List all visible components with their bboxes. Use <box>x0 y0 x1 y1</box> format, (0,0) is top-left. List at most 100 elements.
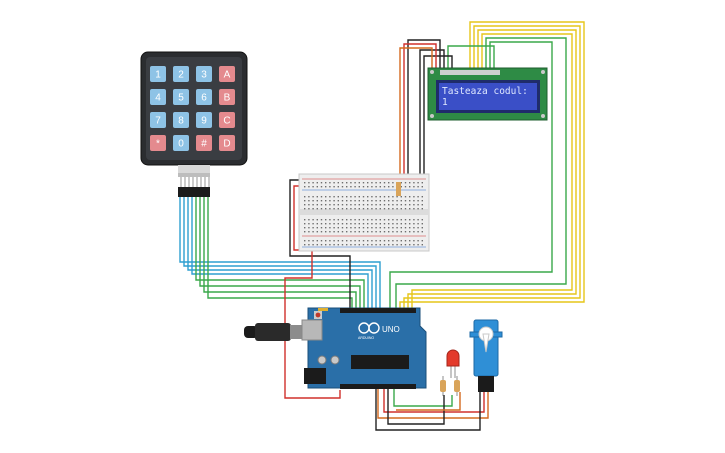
board-label: UNO <box>382 325 400 334</box>
breadboard-hole <box>337 231 339 233</box>
breadboard-hole <box>312 186 314 188</box>
breadboard-hole <box>329 227 331 229</box>
breadboard-hole <box>350 182 352 184</box>
breadboard-hole <box>379 182 381 184</box>
resistor-1 <box>440 376 446 396</box>
breadboard-hole <box>304 227 306 229</box>
breadboard-hole <box>404 223 407 225</box>
breadboard-hole <box>400 196 402 198</box>
breadboard-hole <box>346 240 348 242</box>
breadboard-hole <box>325 227 327 229</box>
lcd-line-1: Tasteaza codul: <box>442 86 528 97</box>
breadboard-hole <box>350 231 352 233</box>
breadboard-hole <box>383 231 386 233</box>
breadboard-hole <box>404 244 407 246</box>
breadboard-hole <box>421 208 423 210</box>
arduino-uno-board: UNO ARDUINO <box>301 307 427 389</box>
breadboard-hole <box>346 244 348 246</box>
breadboard-hole <box>358 244 360 246</box>
breadboard-hole <box>333 231 335 233</box>
breadboard-hole <box>329 231 331 233</box>
breadboard-hole <box>316 223 318 225</box>
breadboard-hole <box>383 244 386 246</box>
usb-cable-icon <box>244 323 308 341</box>
breadboard-hole <box>379 204 381 206</box>
breadboard-hole <box>362 182 365 184</box>
breadboard-hole <box>413 244 415 246</box>
lcd-wire-black-1 <box>407 39 441 178</box>
breadboard-hole <box>354 196 356 198</box>
lcd-wire-yellow-2 <box>403 25 581 310</box>
breadboard-hole <box>320 244 323 246</box>
breadboard-hole <box>354 186 356 188</box>
breadboard-hole <box>341 186 344 188</box>
breadboard-hole <box>329 240 331 242</box>
breadboard-hole <box>392 240 394 242</box>
breadboard-hole <box>350 200 352 202</box>
breadboard-hole <box>379 231 381 233</box>
breadboard-hole <box>383 227 386 229</box>
breadboard-hole <box>421 204 423 206</box>
breadboard-hole <box>396 219 398 221</box>
breadboard-hole <box>388 208 390 210</box>
breadboard-hole <box>333 186 335 188</box>
breadboard-hole <box>362 231 365 233</box>
breadboard-hole <box>383 208 386 210</box>
lcd-wire-green-1 <box>395 37 567 310</box>
breadboard-hole <box>337 227 339 229</box>
breadboard-hole <box>325 240 327 242</box>
breadboard-hole <box>396 244 398 246</box>
breadboard-hole <box>392 204 394 206</box>
breadboard-hole <box>404 200 407 202</box>
breadboard-hole <box>371 196 373 198</box>
breadboard-hole <box>409 231 411 233</box>
breadboard-hole <box>358 219 360 221</box>
keypad-key-2 <box>173 66 189 82</box>
breadboard-hole <box>341 200 344 202</box>
breadboard-hole <box>404 240 407 242</box>
breadboard-hole <box>392 208 394 210</box>
breadboard-hole <box>320 208 323 210</box>
breadboard-hole <box>312 200 314 202</box>
breadboard-hole <box>404 186 407 188</box>
breadboard-hole <box>341 219 344 221</box>
keypad-wire-1 <box>179 196 381 308</box>
breadboard-hole <box>409 240 411 242</box>
breadboard-hole <box>396 223 398 225</box>
breadboard-hole <box>392 200 394 202</box>
breadboard-hole <box>409 200 411 202</box>
breadboard-hole <box>308 227 310 229</box>
breadboard-hole <box>308 223 310 225</box>
breadboard-hole <box>388 219 390 221</box>
breadboard-hole <box>379 244 381 246</box>
breadboard-hole <box>400 231 402 233</box>
breadboard-hole <box>325 200 327 202</box>
breadboard-hole <box>354 231 356 233</box>
breadboard-hole <box>304 208 306 210</box>
breadboard-hole <box>329 219 331 221</box>
breadboard-hole <box>413 223 415 225</box>
breadboard-hole <box>333 219 335 221</box>
breadboard-hole <box>409 244 411 246</box>
breadboard-hole <box>320 196 323 198</box>
breadboard-hole <box>375 196 377 198</box>
keypad-key-label: 8 <box>178 116 184 127</box>
breadboard-hole <box>383 186 386 188</box>
breadboard-hole <box>329 208 331 210</box>
breadboard-hole <box>320 231 323 233</box>
breadboard-hole <box>346 223 348 225</box>
lcd-wire-yellow-3 <box>407 29 577 310</box>
breadboard-hole <box>404 219 407 221</box>
breadboard-hole <box>400 186 402 188</box>
breadboard-hole <box>304 219 306 221</box>
breadboard-hole <box>388 182 390 184</box>
breadboard-hole <box>367 204 369 206</box>
keypad-key-label: 9 <box>201 116 207 127</box>
breadboard-hole <box>333 240 335 242</box>
breadboard-hole <box>337 196 339 198</box>
breadboard-hole <box>358 182 360 184</box>
breadboard-hole <box>329 182 331 184</box>
breadboard-hole <box>325 182 327 184</box>
breadboard-hole <box>379 186 381 188</box>
lcd-wire-green-3 <box>447 45 495 70</box>
